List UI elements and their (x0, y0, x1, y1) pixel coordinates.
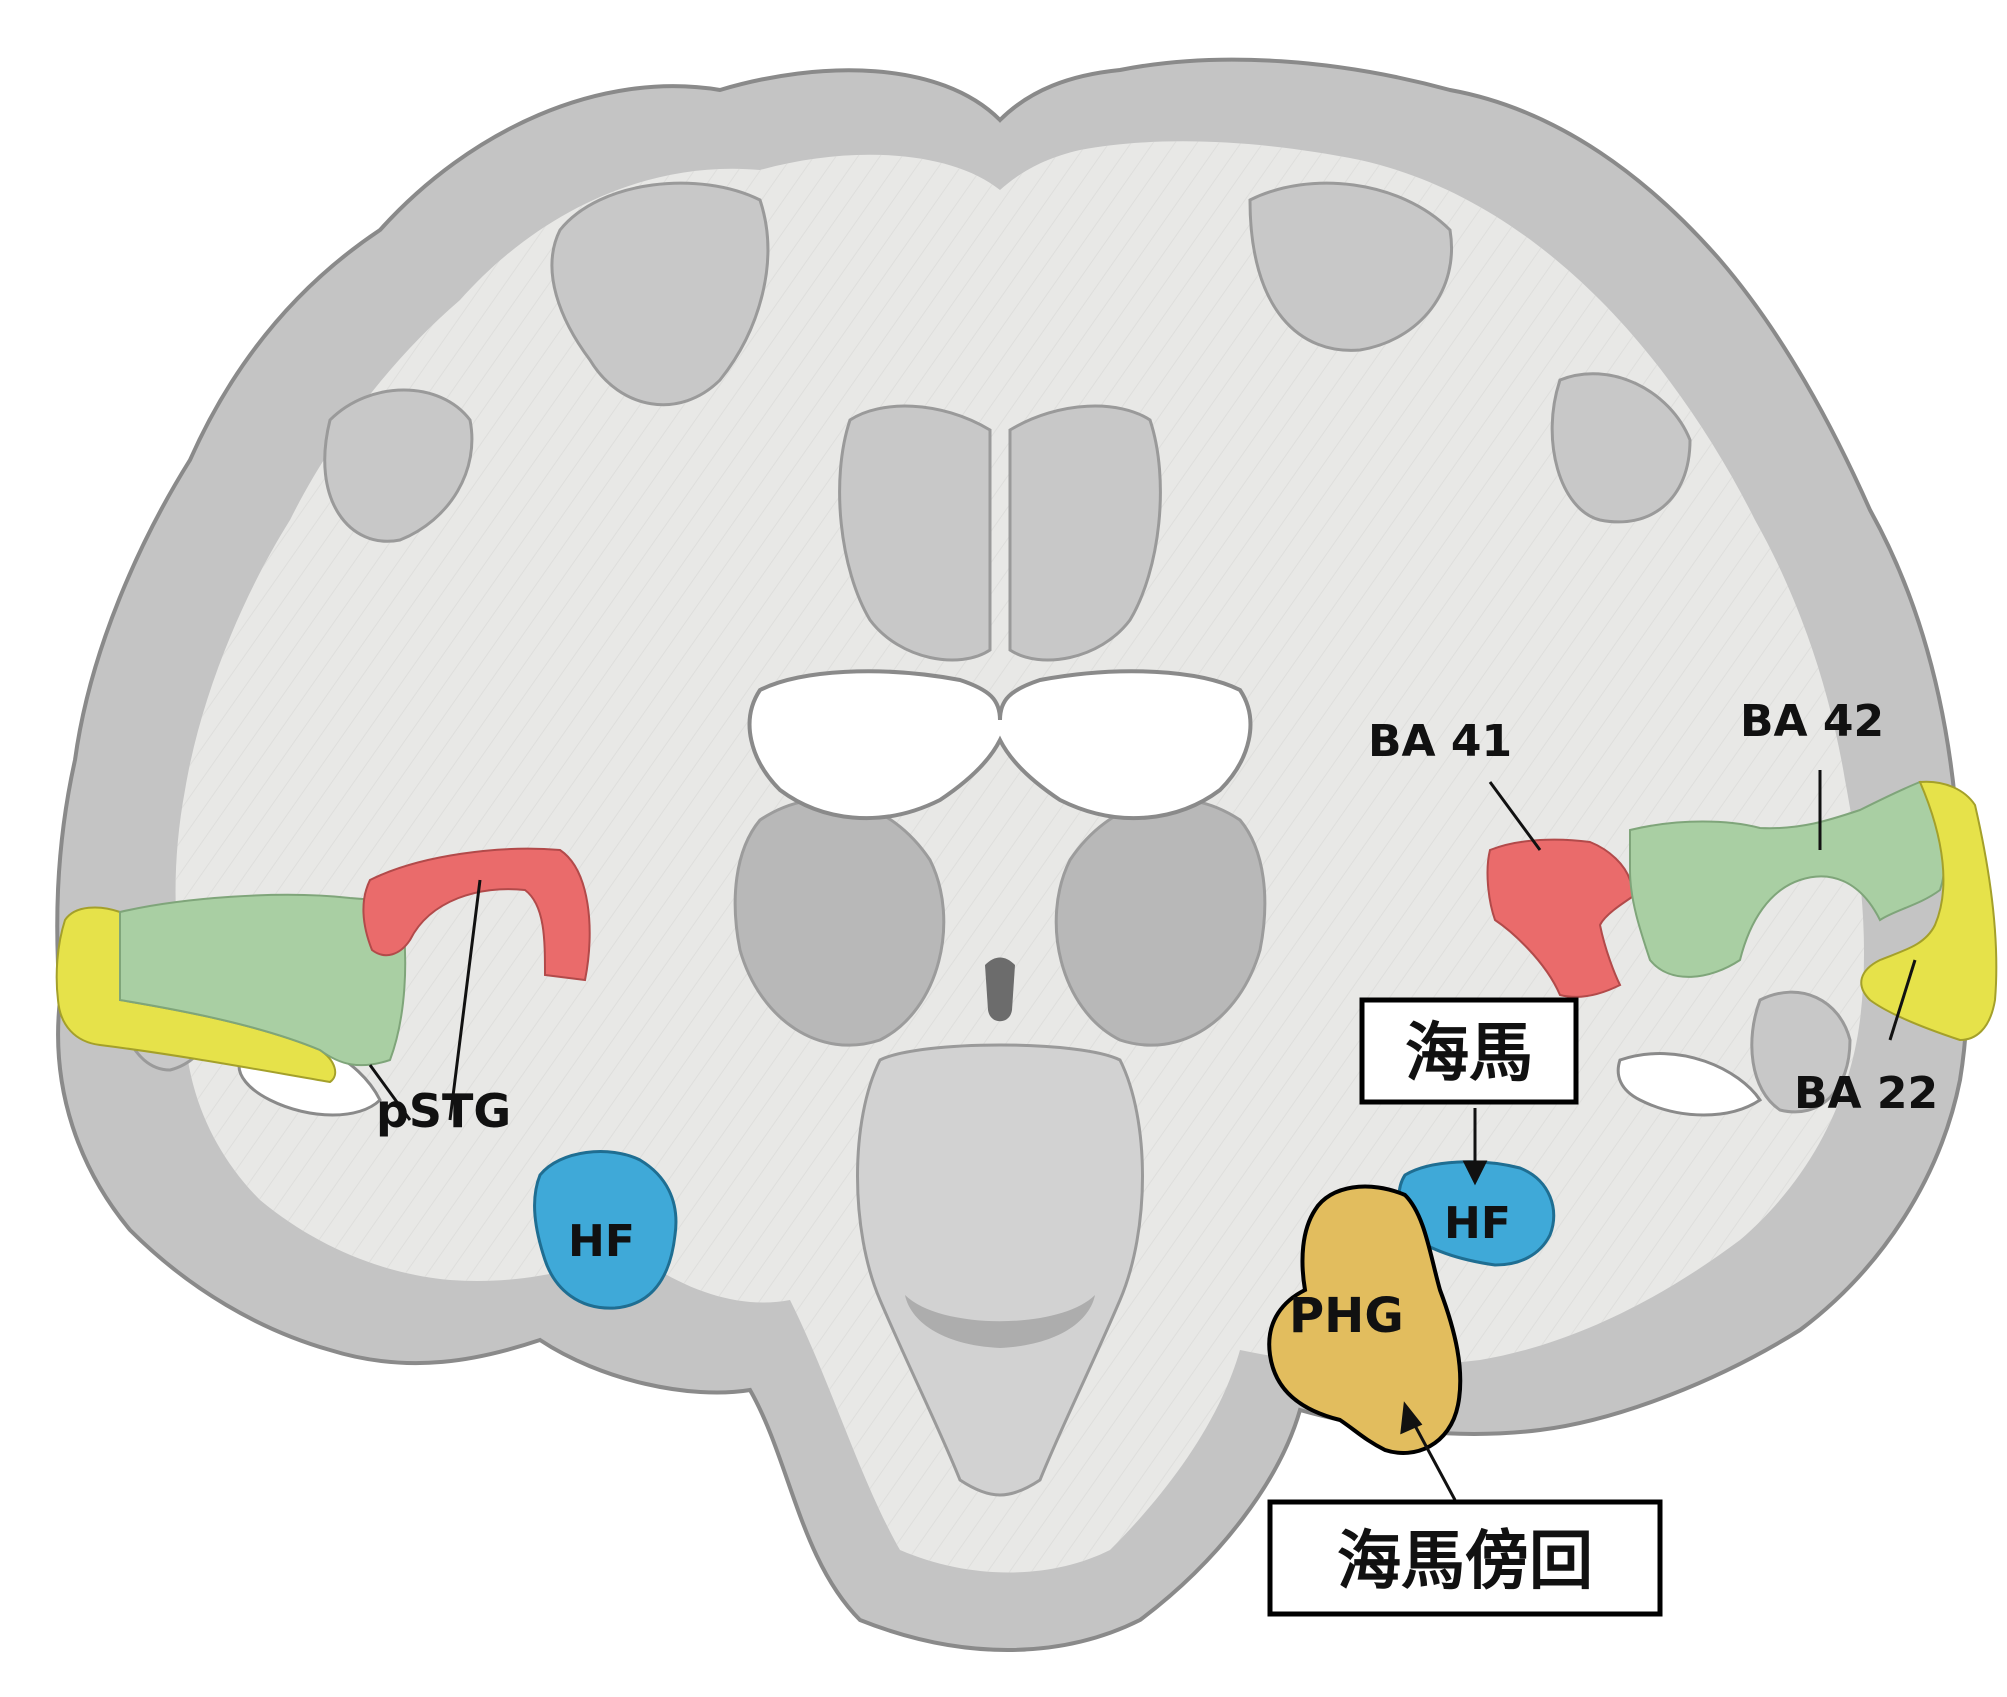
ba41-label: BA 41 (1368, 716, 1512, 767)
phg-callout-text: 海馬傍回 (1337, 1525, 1593, 1599)
phg-callout: 海馬傍回 (1270, 1502, 1660, 1614)
phg-label: PHG (1289, 1288, 1404, 1344)
pstg-label: pSTG (376, 1084, 511, 1138)
ba42-label: BA 42 (1740, 696, 1884, 747)
hf-left-label: HF (568, 1216, 635, 1267)
hippocampus-callout-text: 海馬 (1405, 1017, 1533, 1091)
hf-right-label: HF (1444, 1198, 1511, 1249)
third-ventricle (985, 958, 1015, 1022)
hippocampus-callout: 海馬 (1362, 1000, 1576, 1102)
ba22-label: BA 22 (1794, 1068, 1938, 1119)
